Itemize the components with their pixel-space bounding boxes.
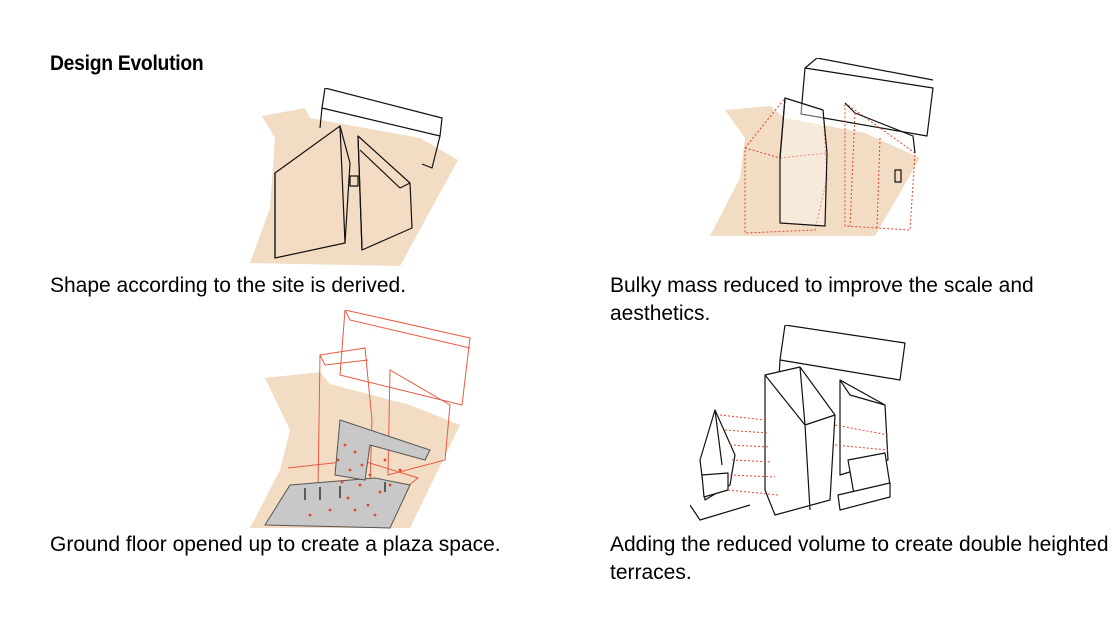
diagram-plaza (250, 310, 471, 529)
diagram-terraces (690, 325, 906, 521)
caption-step-2: Bulky mass reduced to improve the scale … (610, 274, 1034, 325)
diagram-site-shape (250, 88, 458, 266)
diagram-mass-reduced (710, 58, 934, 236)
caption-step-1: Shape according to the site is derived. (50, 274, 407, 297)
caption-step-4: Adding the reduced volume to create doub… (610, 533, 1109, 584)
page-title: Design Evolution (50, 52, 204, 75)
caption-step-3: Ground floor opened up to create a plaza… (50, 533, 501, 556)
